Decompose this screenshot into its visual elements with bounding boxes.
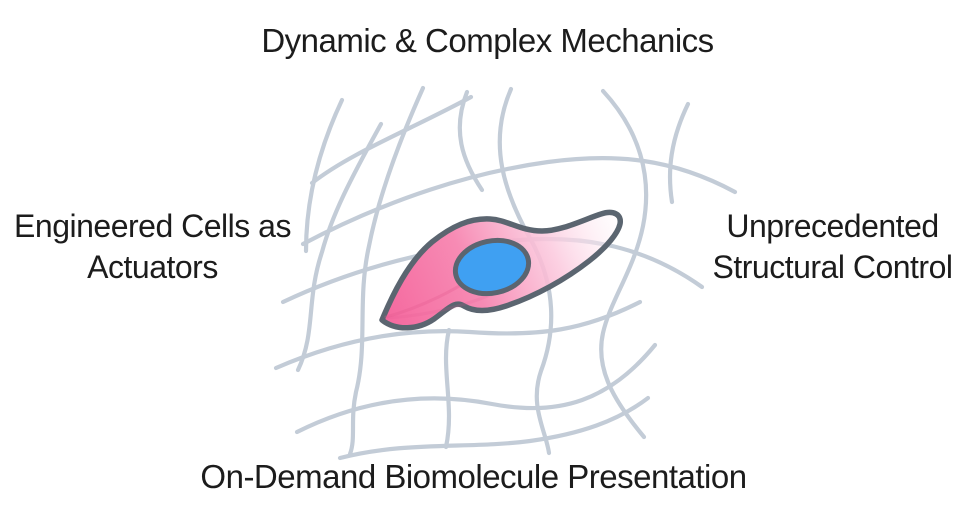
label-left-line1: Engineered Cells as bbox=[14, 208, 291, 244]
ecm-fiber-mesh-icon bbox=[273, 85, 738, 461]
mesh-fiber bbox=[347, 85, 426, 457]
mesh-fiber bbox=[273, 299, 643, 371]
mesh-fiber bbox=[599, 88, 649, 440]
mesh-fiber bbox=[337, 395, 651, 461]
cell-nucleus-icon bbox=[452, 237, 532, 297]
label-right-line2: Structural Control bbox=[712, 249, 953, 285]
label-engineered-cells-as-actuators: Engineered Cells as Actuators bbox=[0, 206, 305, 288]
mesh-fiber bbox=[295, 121, 384, 373]
mesh-fiber bbox=[443, 327, 452, 450]
mesh-fiber bbox=[497, 86, 554, 456]
title-dynamic-complex-mechanics: Dynamic & Complex Mechanics bbox=[261, 22, 714, 59]
label-unprecedented-structural-control: Unprecedented Structural Control bbox=[690, 206, 975, 288]
mesh-fiber bbox=[667, 101, 691, 205]
mesh-fiber bbox=[303, 97, 345, 254]
fibroblast-cell-icon bbox=[379, 209, 623, 331]
mesh-fiber bbox=[457, 89, 485, 193]
mesh-fiber bbox=[309, 94, 474, 186]
label-right-line1: Unprecedented bbox=[726, 208, 939, 244]
label-left-line2: Actuators bbox=[87, 249, 218, 285]
label-on-demand-biomolecule-presentation: On-Demand Biomolecule Presentation bbox=[200, 458, 747, 495]
